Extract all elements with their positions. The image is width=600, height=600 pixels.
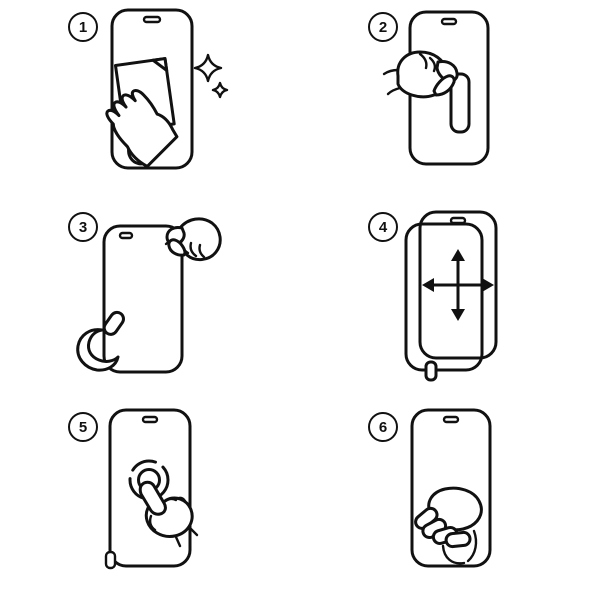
alignment-arrows-icon bbox=[422, 249, 494, 321]
phone-icon bbox=[410, 408, 492, 568]
step-number-badge: 3 bbox=[68, 212, 98, 242]
align-protector-arrows-icon bbox=[404, 210, 498, 382]
phone-icon bbox=[104, 408, 192, 570]
liner-tab-icon bbox=[449, 72, 471, 134]
step-panel-1: 1 bbox=[0, 0, 300, 200]
smoothing-hand-icon bbox=[414, 486, 483, 565]
hand-icon bbox=[105, 89, 179, 168]
pinch-hand-icon bbox=[165, 217, 222, 261]
pointing-hand-icon bbox=[138, 480, 199, 548]
step-number-badge: 6 bbox=[368, 412, 398, 442]
phone-icon bbox=[418, 210, 498, 360]
step-number-badge: 1 bbox=[68, 12, 98, 42]
step-number-badge: 5 bbox=[68, 412, 98, 442]
sparkle-icon bbox=[193, 53, 229, 99]
liner-tab-icon bbox=[424, 360, 438, 382]
step-panel-2: 2 bbox=[300, 0, 600, 200]
liner-tab-icon bbox=[104, 550, 117, 570]
step-panel-6: 6 bbox=[300, 400, 600, 600]
clean-screen-with-wipe-icon bbox=[105, 8, 229, 170]
peel-film-icon bbox=[76, 217, 222, 374]
step-panel-3: 3 bbox=[0, 200, 300, 400]
protector-sheet-icon bbox=[404, 222, 484, 382]
phone-icon bbox=[110, 8, 194, 170]
tap-center-icon bbox=[104, 408, 199, 570]
step-number-badge: 4 bbox=[368, 212, 398, 242]
phone-icon bbox=[102, 224, 184, 374]
remove-liner-tab-icon bbox=[382, 10, 490, 166]
step-panel-5: 5 bbox=[0, 400, 300, 600]
press-smooth-icon bbox=[410, 408, 492, 568]
pinch-hand-icon bbox=[382, 50, 459, 99]
step-panel-4: 4 bbox=[300, 200, 600, 400]
step-number-badge: 2 bbox=[368, 12, 398, 42]
holding-hand-icon bbox=[76, 310, 126, 372]
